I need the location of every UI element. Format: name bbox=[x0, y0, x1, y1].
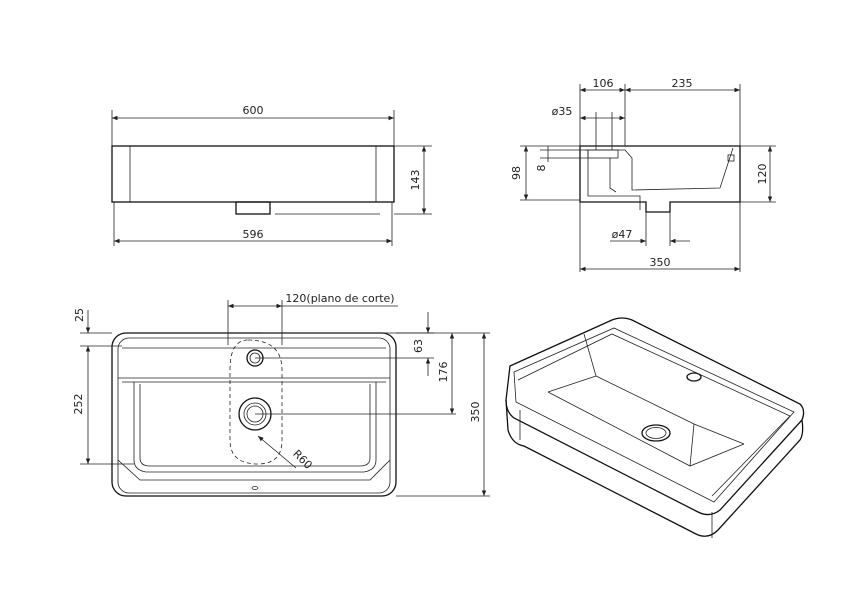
label-cut-plane: 120(plano de corte) bbox=[285, 292, 394, 305]
label-d35: ø35 bbox=[552, 105, 573, 118]
label-25: 25 bbox=[73, 308, 86, 322]
label-176: 176 bbox=[437, 362, 450, 383]
drain-outlet bbox=[235, 201, 271, 215]
label-350-section: 350 bbox=[650, 256, 671, 269]
label-63: 63 bbox=[412, 339, 425, 353]
section-outline bbox=[579, 145, 741, 213]
label-120: 120 bbox=[756, 164, 769, 185]
label-252: 252 bbox=[72, 394, 85, 415]
label-350-top: 350 bbox=[469, 402, 482, 423]
top-outline bbox=[111, 332, 397, 497]
basin-inner bbox=[133, 382, 377, 473]
basin-outer bbox=[505, 317, 805, 516]
label-8: 8 bbox=[535, 165, 548, 172]
overflow-channel bbox=[587, 149, 619, 159]
label-98: 98 bbox=[510, 166, 523, 180]
label-596: 596 bbox=[243, 228, 264, 241]
radius-leader bbox=[257, 435, 297, 469]
front-view: 600 596 143 bbox=[111, 104, 432, 246]
label-235: 235 bbox=[672, 77, 693, 90]
section-view: 106 235 ø35 98 8 120 ø47 350 bbox=[510, 77, 776, 272]
label-143: 143 bbox=[409, 170, 422, 191]
label-106: 106 bbox=[593, 77, 614, 90]
label-d47: ø47 bbox=[612, 228, 633, 241]
perspective-view bbox=[505, 317, 805, 538]
cut-plane-outline bbox=[229, 339, 283, 465]
drain-3d bbox=[641, 424, 671, 442]
label-r60: R60 bbox=[290, 447, 314, 471]
top-view: 120(plano de corte) 25 252 63 176 350 R6… bbox=[72, 292, 490, 497]
label-600: 600 bbox=[243, 104, 264, 117]
basin-base bbox=[505, 399, 804, 537]
tap-hole-3d bbox=[686, 372, 702, 382]
front-body bbox=[111, 145, 395, 203]
